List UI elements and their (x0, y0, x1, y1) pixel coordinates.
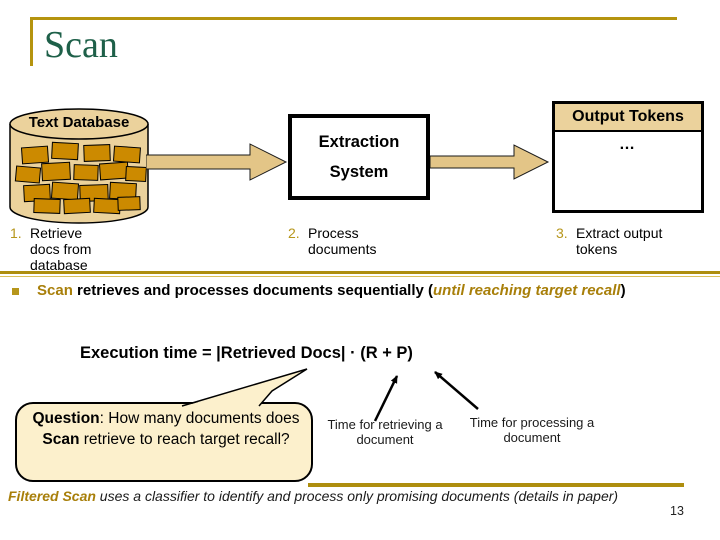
output-tokens-body: … (619, 136, 637, 153)
question-callout-bubble (15, 368, 313, 482)
question-label: Question (32, 410, 100, 427)
filtered-scan-keyword: Filtered Scan (8, 488, 96, 504)
extraction-line2: System (329, 163, 389, 181)
slide-title: Scan (44, 24, 118, 66)
divider-rule-thick (0, 271, 720, 274)
step-text: Retrieve docs from database (30, 225, 92, 273)
question-scan-keyword: Scan (42, 431, 80, 448)
question-end: retrieve to reach target recall? (79, 431, 290, 448)
document-icon (14, 141, 147, 215)
text-database-cylinder-icon (9, 108, 149, 224)
page-number: 13 (670, 504, 684, 518)
title-rule-left (30, 17, 33, 66)
flow-arrow-icon (430, 144, 550, 180)
extraction-system-box: Extraction System (288, 114, 430, 200)
output-tokens-header: Output Tokens (555, 104, 701, 132)
process-time-label: Time for processing a document (469, 415, 595, 445)
question-callout-text: Question: How many documents does Scan r… (28, 408, 304, 450)
bullet-mid-text: retrieves and processes documents sequen… (72, 282, 433, 299)
step-process: 2. Process documents (288, 225, 396, 257)
output-tokens-box: Output Tokens … (552, 101, 704, 213)
database-label: Text Database (28, 114, 130, 131)
step-number: 3. (556, 225, 568, 241)
divider-rule-thin (0, 276, 720, 277)
step-retrieve: 1. Retrieve docs from database (10, 225, 104, 273)
retrieve-time-label: Time for retrieving a document (327, 417, 443, 447)
flow-arrow-icon (146, 143, 288, 181)
step-number: 1. (10, 225, 22, 241)
scan-keyword: Scan (37, 282, 73, 299)
bullet-square-icon (12, 288, 19, 295)
extraction-line1: Extraction (318, 133, 400, 151)
step-extract: 3. Extract output tokens (556, 225, 671, 257)
footer-note-text: uses a classifier to identify and proces… (95, 488, 619, 504)
footer-note: Filtered Scan uses a classifier to ident… (8, 488, 720, 505)
execution-time-formula: Execution time = |Retrieved Docs| · (R +… (80, 344, 413, 362)
bullet-close-paren: ) (620, 282, 626, 299)
title-rule-top (30, 17, 677, 20)
footer-rule (308, 483, 684, 487)
bullet-emphasis: until reaching target recall (433, 282, 621, 299)
step-text: Process documents (308, 225, 377, 257)
step-number: 2. (288, 225, 300, 241)
step-text: Extract output tokens (576, 225, 663, 257)
annotation-arrows-icon (373, 371, 479, 422)
bullet-sentence: Scan retrieves and processes documents s… (37, 281, 717, 300)
question-mid: : How many documents does (99, 410, 300, 427)
